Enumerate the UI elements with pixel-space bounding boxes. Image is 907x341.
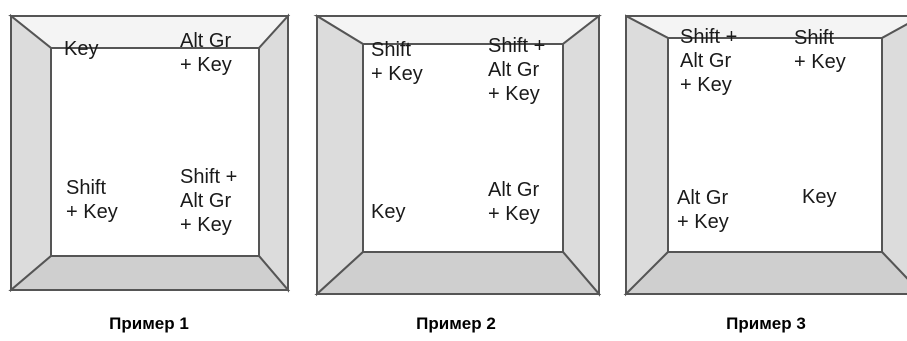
legend-line: Alt Gr bbox=[488, 59, 540, 81]
legend-line: Alt Gr bbox=[180, 30, 232, 52]
legend-top-right: Shift + Key bbox=[794, 26, 846, 74]
legend-top-right: Alt Gr + Key bbox=[180, 29, 232, 77]
keycap-bottom-bevel bbox=[623, 251, 907, 295]
legend-line: + Key bbox=[371, 63, 423, 85]
legend-line: Shift bbox=[794, 27, 835, 49]
legend-line: + Key bbox=[488, 203, 540, 225]
legend-line: Shift + bbox=[680, 26, 738, 48]
legend-top-right: Shift + Alt Gr + Key bbox=[488, 34, 545, 106]
legend-line: Key bbox=[64, 38, 99, 60]
keycap-shape bbox=[623, 14, 907, 297]
legend-line: + Key bbox=[180, 214, 232, 236]
keycap-right-bevel bbox=[881, 23, 907, 280]
keycap-shape bbox=[313, 13, 602, 297]
legend-top-left: Key bbox=[64, 37, 98, 61]
caption-example-2: Пример 2 bbox=[416, 314, 496, 333]
legend-bottom-right: Alt Gr + Key bbox=[488, 178, 540, 226]
keycap-left-bevel bbox=[10, 13, 52, 293]
legend-line: Alt Gr bbox=[488, 179, 540, 201]
legend-line: Alt Gr bbox=[180, 190, 232, 212]
legend-line: Shift bbox=[371, 39, 412, 61]
legend-bottom-left: Key bbox=[371, 200, 405, 224]
keycap-face bbox=[362, 43, 564, 253]
keycap-top-bevel bbox=[625, 15, 907, 39]
legend-line: Key bbox=[802, 186, 837, 208]
legend-line: + Key bbox=[180, 54, 232, 76]
keycap-right-bevel bbox=[562, 13, 600, 297]
legend-line: Alt Gr bbox=[680, 50, 732, 72]
keycap-bottom-bevel bbox=[314, 251, 602, 295]
keycap-example-3: Shift + Alt Gr + Key Shift + Key Alt Gr … bbox=[622, 4, 907, 302]
legend-top-left: Shift + Alt Gr + Key bbox=[680, 25, 737, 97]
keycap-right-bevel bbox=[258, 13, 289, 293]
keycap-face bbox=[50, 47, 260, 257]
keycap-top-bevel bbox=[313, 15, 602, 45]
legend-line: Shift + bbox=[180, 166, 238, 188]
legend-bottom-left: Shift + Key bbox=[66, 176, 118, 224]
keycap-bottom-bevel bbox=[8, 255, 291, 291]
caption-example-1: Пример 1 bbox=[109, 314, 189, 333]
keycap-example-1: Key Alt Gr + Key Shift + Key Shift + Alt… bbox=[7, 4, 292, 302]
legend-bottom-right: Key bbox=[802, 185, 836, 209]
legend-line: Alt Gr bbox=[677, 187, 729, 209]
legend-line: + Key bbox=[488, 83, 540, 105]
legend-line: + Key bbox=[680, 74, 732, 96]
legend-line: + Key bbox=[794, 51, 846, 73]
legend-line: + Key bbox=[677, 211, 729, 233]
legend-bottom-left: Alt Gr + Key bbox=[677, 186, 729, 234]
keycap-left-bevel bbox=[625, 14, 669, 297]
keycap-example-2: Shift + Key Shift + Alt Gr + Key Key Alt… bbox=[313, 4, 603, 302]
keycap-top-bevel bbox=[8, 15, 291, 49]
keycap-face bbox=[667, 37, 883, 253]
legend-line: Shift + bbox=[488, 35, 546, 57]
legend-line: Key bbox=[371, 201, 406, 223]
legend-top-left: Shift + Key bbox=[371, 38, 423, 86]
legend-bottom-right: Shift + Alt Gr + Key bbox=[180, 165, 237, 237]
keycap-shape bbox=[8, 13, 291, 293]
keycap-left-bevel bbox=[316, 14, 364, 297]
legend-line: Shift bbox=[66, 177, 107, 199]
caption-example-3: Пример 3 bbox=[726, 314, 806, 333]
legend-line: + Key bbox=[66, 201, 118, 223]
